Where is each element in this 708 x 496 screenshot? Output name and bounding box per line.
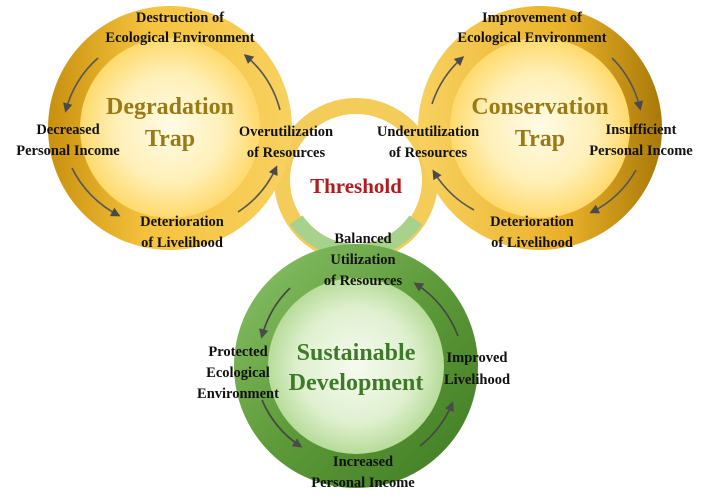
- sustainable-left-line2: Ecological: [206, 365, 270, 381]
- conservation-left-line1: Underutilization: [377, 124, 479, 140]
- degradation-top-line1: Destruction of: [136, 10, 224, 26]
- conservation-arrow-top-right: [611, 57, 644, 111]
- conservation-arrow-bottom-left: [432, 169, 475, 211]
- sustainable-title-line2: Development: [289, 370, 424, 396]
- sustainable-top-line3: of Resources: [324, 273, 403, 289]
- conservation-ring: [418, 6, 662, 250]
- sustainable-arrow-top-right: [413, 282, 459, 337]
- degradation-left-line2: Personal Income: [16, 143, 120, 159]
- degradation-top-line2: Ecological Environment: [105, 30, 254, 46]
- conservation-top-line2: Ecological Environment: [457, 30, 606, 46]
- conservation-arrow-top-left: [431, 56, 465, 105]
- conservation-title-line1: Conservation: [471, 94, 608, 120]
- sustainable-title-line1: Sustainable: [297, 340, 416, 366]
- conservation-right-line1: Insufficient: [606, 122, 677, 138]
- degradation-ring: [48, 6, 292, 250]
- sustainable-left-line3: Environment: [197, 386, 279, 402]
- degradation-title-line1: Degradation: [106, 94, 234, 120]
- degradation-left-line1: Decreased: [36, 122, 99, 138]
- sustainable-right-line2: Livelihood: [444, 372, 510, 388]
- conservation-left-line2: of Resources: [389, 145, 468, 161]
- sustainable-top-line1: Balanced: [334, 231, 391, 247]
- degradation-title-line2: Trap: [145, 126, 195, 152]
- degradation-bottom-line2: of Livelihood: [141, 235, 223, 251]
- degradation-right-line1: Overutilization: [239, 124, 333, 140]
- degradation-right-line2: of Resources: [247, 145, 326, 161]
- conservation-arrow-bottom-right: [589, 169, 637, 214]
- conservation-bottom-line1: Deterioration: [490, 214, 574, 230]
- sustainable-top-line2: Utilization: [330, 252, 395, 268]
- sustainable-bottom-line1: Increased: [333, 454, 393, 470]
- threshold-label: Threshold: [310, 174, 402, 198]
- sustainable-left-line1: Protected: [208, 344, 267, 360]
- degradation-arrow-top-left: [63, 57, 99, 113]
- conservation-right-line2: Personal Income: [589, 143, 693, 159]
- sustainable-bottom-line2: Personal Income: [311, 475, 415, 491]
- threshold-disc: [292, 116, 420, 244]
- sustainable-arrow-bottom-right: [419, 401, 454, 447]
- sustainable-right-line1: Improved: [447, 350, 508, 366]
- conservation-title-line2: Trap: [515, 126, 565, 152]
- sustainable-ring: [234, 244, 478, 488]
- degradation-arrow-bottom-right: [237, 165, 278, 213]
- degradation-bottom-line1: Deterioration: [140, 214, 224, 230]
- degradation-arrow-bottom-left: [71, 167, 121, 217]
- degradation-arrow-top-right: [243, 54, 281, 111]
- conservation-top-line1: Improvement of: [482, 10, 582, 26]
- sustainable-arrow-top-left: [259, 287, 291, 339]
- sustainable-arrow-bottom-left: [261, 399, 303, 448]
- conservation-bottom-line2: of Livelihood: [491, 235, 573, 251]
